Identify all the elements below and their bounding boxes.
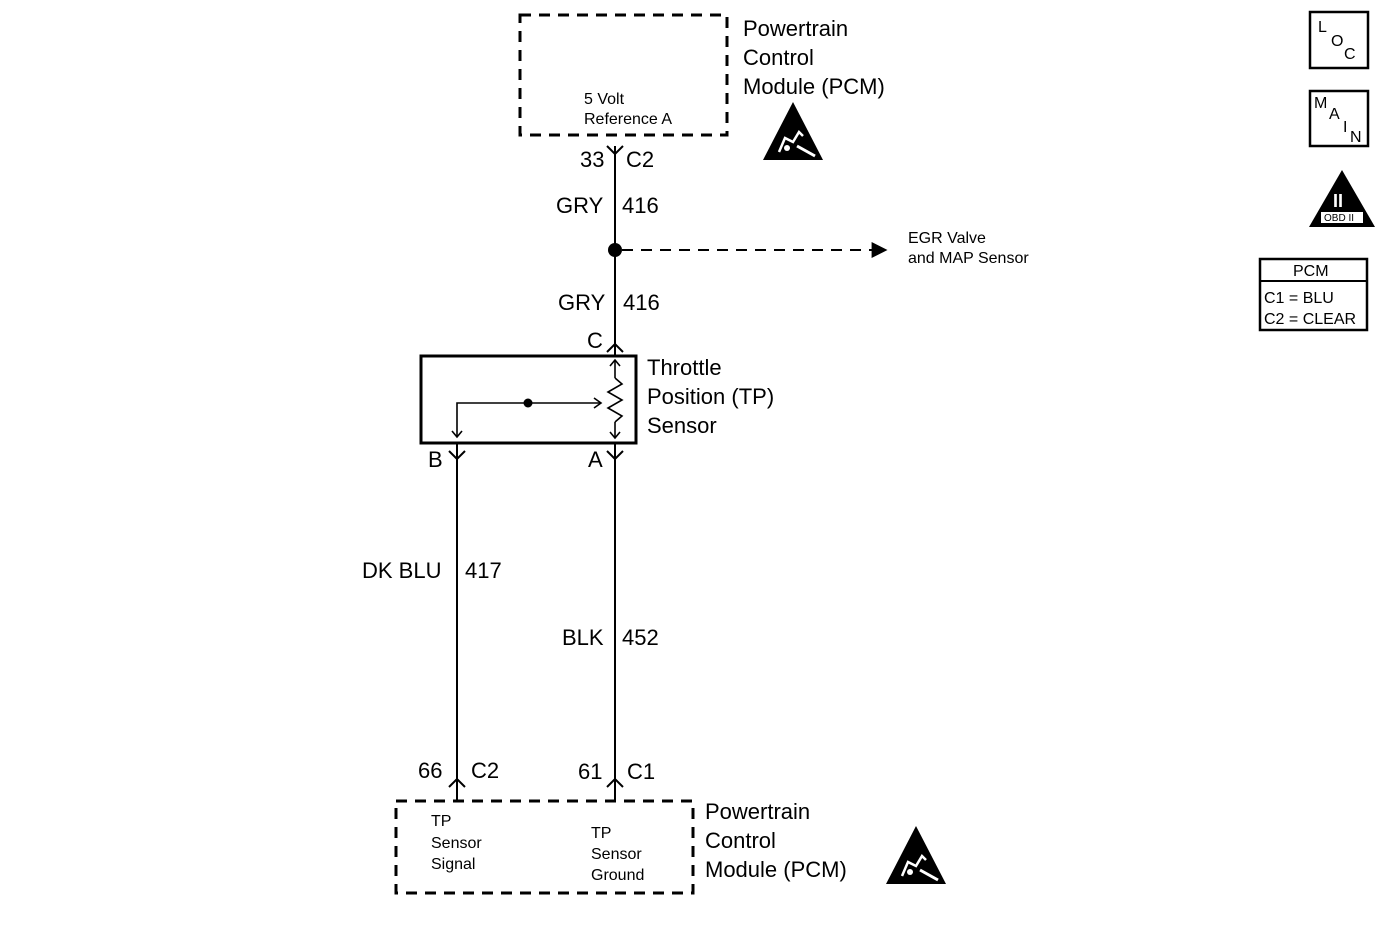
svg-text:II: II bbox=[1333, 191, 1343, 211]
pcm-bottom-title-1: Powertrain bbox=[705, 799, 810, 824]
tp-sensor-title-3: Sensor bbox=[647, 413, 717, 438]
wire-blk-circuit: 452 bbox=[622, 625, 659, 650]
pcm-top-pin-number: 33 bbox=[580, 147, 604, 172]
branch-label-1: EGR Valve bbox=[908, 230, 986, 247]
pcm-top-pin-label-2: Reference A bbox=[584, 111, 672, 128]
pcm-bottom-signal-2: Sensor bbox=[431, 835, 482, 852]
wire-dkblu-color: DK BLU bbox=[362, 558, 441, 583]
pcm-bottom-pin-66: 66 bbox=[418, 758, 442, 783]
pcm-top-pin-label-1: 5 Volt bbox=[584, 91, 625, 108]
svg-text:M: M bbox=[1314, 95, 1327, 112]
pcm-bottom-ground-3: Ground bbox=[591, 867, 644, 884]
svg-text:N: N bbox=[1350, 129, 1362, 146]
pcm-bottom-signal-1: TP bbox=[431, 813, 451, 830]
svg-text:I: I bbox=[1343, 119, 1347, 136]
wire-dkblu-circuit: 417 bbox=[465, 558, 502, 583]
pcm-top-connector: C2 bbox=[626, 147, 654, 172]
wiper-arrow bbox=[451, 397, 603, 439]
wire-blk-color: BLK bbox=[562, 625, 604, 650]
pcm-bottom-title-3: Module (PCM) bbox=[705, 857, 847, 882]
tp-terminal-b: B bbox=[428, 447, 443, 472]
esd-warning-icon bbox=[886, 826, 946, 884]
tp-sensor-title-1: Throttle bbox=[647, 355, 722, 380]
pcm-bottom-title-2: Control bbox=[705, 828, 776, 853]
pcm-bottom-pin-61: 61 bbox=[578, 759, 602, 784]
branch-label-2: and MAP Sensor bbox=[908, 250, 1029, 267]
connector-symbol bbox=[448, 777, 466, 788]
legend-row-1: C1 = BLU bbox=[1264, 290, 1334, 307]
svg-text:C: C bbox=[1344, 46, 1356, 63]
tp-terminal-a: A bbox=[588, 447, 603, 472]
svg-text:O: O bbox=[1331, 33, 1343, 50]
wire-gry-lower-circuit: 416 bbox=[623, 290, 660, 315]
svg-text:L: L bbox=[1318, 19, 1327, 36]
pcm-top-box bbox=[518, 13, 729, 137]
obd-ii-icon[interactable]: II OBD II bbox=[1309, 170, 1375, 227]
legend-row-2: C2 = CLEAR bbox=[1264, 311, 1356, 328]
loc-icon[interactable]: L O C bbox=[1308, 10, 1370, 70]
tp-sensor-box bbox=[419, 354, 638, 445]
svg-text:A: A bbox=[1329, 106, 1340, 123]
pcm-bottom-ground-1: TP bbox=[591, 825, 611, 842]
main-icon[interactable]: M A I N bbox=[1308, 89, 1370, 148]
wire-gry-lower-color: GRY bbox=[558, 290, 606, 315]
wire-gry-upper-color: GRY bbox=[556, 193, 604, 218]
pcm-top-title-3: Module (PCM) bbox=[743, 74, 885, 99]
pcm-bottom-signal-3: Signal bbox=[431, 856, 475, 873]
connector-symbol bbox=[606, 777, 624, 788]
svg-text:OBD II: OBD II bbox=[1324, 213, 1354, 224]
wire-gry-upper-circuit: 416 bbox=[622, 193, 659, 218]
tp-terminal-c: C bbox=[587, 328, 603, 353]
pcm-bottom-pin-61-connector: C1 bbox=[627, 759, 655, 784]
tp-sensor-title-2: Position (TP) bbox=[647, 384, 774, 409]
pcm-bottom-pin-66-connector: C2 bbox=[471, 758, 499, 783]
resistor-symbol bbox=[606, 358, 624, 440]
pcm-bottom-ground-2: Sensor bbox=[591, 846, 642, 863]
pcm-bottom-box bbox=[394, 799, 695, 895]
pcm-top-title-2: Control bbox=[743, 45, 814, 70]
pcm-top-title-1: Powertrain bbox=[743, 16, 848, 41]
esd-warning-icon bbox=[763, 102, 823, 160]
splice-dot bbox=[608, 243, 622, 257]
legend-title: PCM bbox=[1293, 263, 1329, 280]
pcm-connector-legend: PCM C1 = BLU C2 = CLEAR bbox=[1258, 257, 1369, 332]
